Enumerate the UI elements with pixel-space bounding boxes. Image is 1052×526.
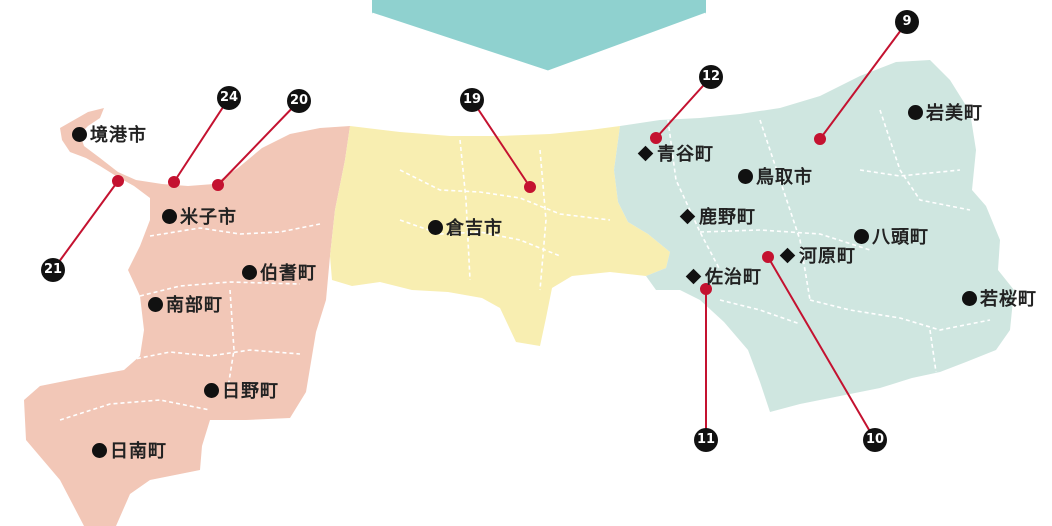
region-east <box>614 60 1014 412</box>
label-kurayoshi-text: 倉吉市 <box>446 218 503 239</box>
label-tottori-text: 鳥取市 <box>756 167 813 188</box>
region-west <box>24 108 350 526</box>
leader-dot-21 <box>112 175 124 187</box>
city-dot-icon <box>72 127 87 142</box>
leader-lines <box>52 21 908 441</box>
region-central <box>330 126 670 346</box>
callout-20: 20 <box>287 89 311 113</box>
city-dot-icon <box>92 443 107 458</box>
city-dot-icon <box>962 291 977 306</box>
callout-12: 12 <box>699 65 723 89</box>
label-yazu: 八頭町 <box>854 228 929 248</box>
label-kurayoshi: 倉吉市 <box>428 219 503 239</box>
label-hino-text: 日野町 <box>222 381 279 402</box>
callout-10: 10 <box>863 428 887 452</box>
label-yazu-text: 八頭町 <box>872 227 929 248</box>
label-kawahara: 河原町 <box>779 246 856 267</box>
callout-19: 19 <box>460 88 484 112</box>
label-yonago-text: 米子市 <box>180 207 237 228</box>
label-wakasa-text: 若桜町 <box>980 289 1037 310</box>
leader-dot-11 <box>700 283 712 295</box>
label-iwami: 岩美町 <box>908 104 983 124</box>
city-dot-icon <box>908 105 923 120</box>
leader-dot-24 <box>168 176 180 188</box>
label-nanbu-text: 南部町 <box>166 295 223 316</box>
city-dot-icon <box>162 209 177 224</box>
town-diamond-icon <box>685 268 702 285</box>
city-dot-icon <box>738 169 753 184</box>
label-nichinan: 日南町 <box>92 442 167 462</box>
city-dot-icon <box>204 383 219 398</box>
town-diamond-icon <box>779 247 796 264</box>
leader-dot-10 <box>762 251 774 263</box>
leader-dot-19 <box>524 181 536 193</box>
label-shikano: 鹿野町 <box>679 207 756 228</box>
district-borders <box>59 109 991 421</box>
city-dot-icon <box>428 220 443 235</box>
label-nanbu: 南部町 <box>148 296 223 316</box>
label-aoya-text: 青谷町 <box>657 144 714 165</box>
city-dot-icon <box>148 297 163 312</box>
label-shikano-text: 鹿野町 <box>699 207 756 228</box>
callout-9: 9 <box>895 10 919 34</box>
town-diamond-icon <box>679 208 696 225</box>
label-nichinan-text: 日南町 <box>110 441 167 462</box>
leader-dot-9 <box>814 133 826 145</box>
label-tottori: 鳥取市 <box>738 168 813 188</box>
label-aoya: 青谷町 <box>637 144 714 165</box>
label-hoki: 伯耆町 <box>242 264 317 284</box>
label-saji-text: 佐治町 <box>705 267 762 288</box>
label-sakaiminato-text: 境港市 <box>90 125 147 146</box>
label-hoki-text: 伯耆町 <box>260 263 317 284</box>
callout-21: 21 <box>41 258 65 282</box>
header-banner <box>372 0 706 72</box>
city-dot-icon <box>854 229 869 244</box>
label-iwami-text: 岩美町 <box>926 103 983 124</box>
label-kawahara-text: 河原町 <box>799 246 856 267</box>
label-wakasa: 若桜町 <box>962 290 1037 310</box>
label-saji: 佐治町 <box>685 267 762 288</box>
leader-dot-20 <box>212 179 224 191</box>
callout-11: 11 <box>694 428 718 452</box>
leader-dot-12 <box>650 132 662 144</box>
callout-24: 24 <box>217 86 241 110</box>
city-dot-icon <box>242 265 257 280</box>
label-hino: 日野町 <box>204 382 279 402</box>
label-sakaiminato: 境港市 <box>72 126 147 146</box>
banner-edge <box>371 12 707 74</box>
label-yonago: 米子市 <box>162 208 237 228</box>
town-diamond-icon <box>637 145 654 162</box>
